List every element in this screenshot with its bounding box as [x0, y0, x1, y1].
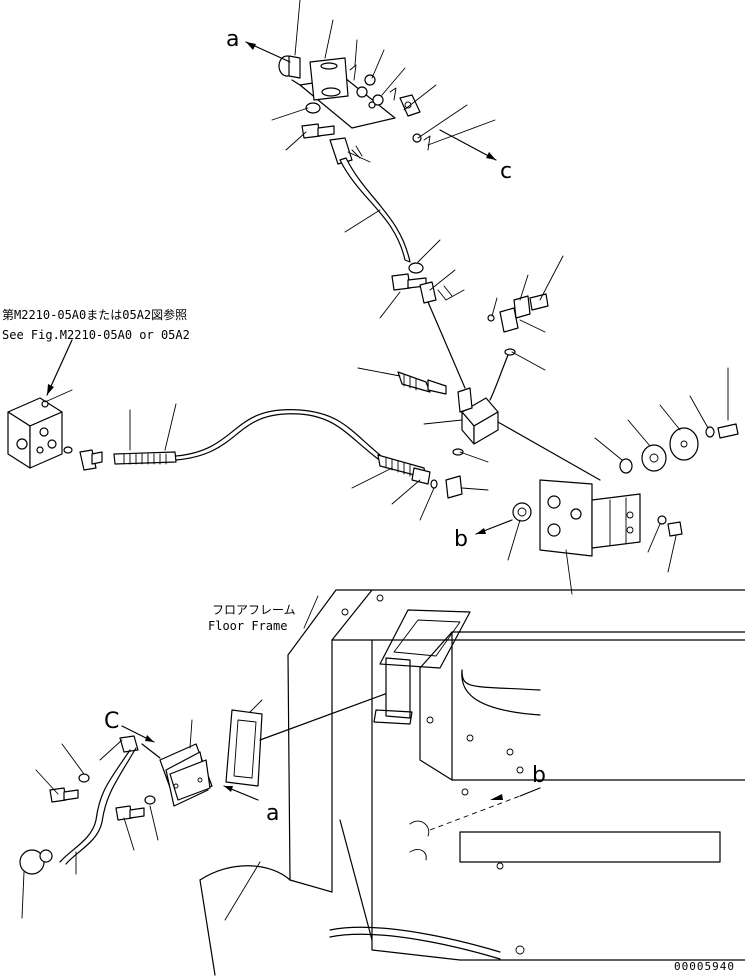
floor-frame-structure [199, 589, 745, 976]
floor-frame-label-jp: フロアフレーム [212, 603, 296, 617]
reference-note-jp: 第M2210-05A0または05A2図参照 [2, 307, 187, 322]
floor-frame-label-en: Floor Frame [208, 619, 287, 633]
reference-note-en: See Fig.M2210-05A0 or 05A2 [2, 328, 190, 342]
callout-b-right: b [532, 763, 546, 788]
top-linkage-assembly [245, 0, 497, 263]
drawing-number: 00005940 [674, 960, 735, 973]
hydraulic-fittings-top-right [487, 255, 564, 401]
callout-c-bottom: C [104, 709, 119, 734]
bracket-assembly [475, 367, 739, 595]
callout-c-top: c [500, 159, 512, 184]
valve-block [357, 367, 601, 481]
middle-linkage [379, 239, 466, 389]
control-box-assembly [19, 693, 386, 919]
callout-a-top: a [226, 27, 239, 52]
callout-b-middle: b [454, 527, 468, 552]
pilot-valve-left [7, 339, 489, 521]
callout-a-bottom: a [266, 801, 279, 826]
